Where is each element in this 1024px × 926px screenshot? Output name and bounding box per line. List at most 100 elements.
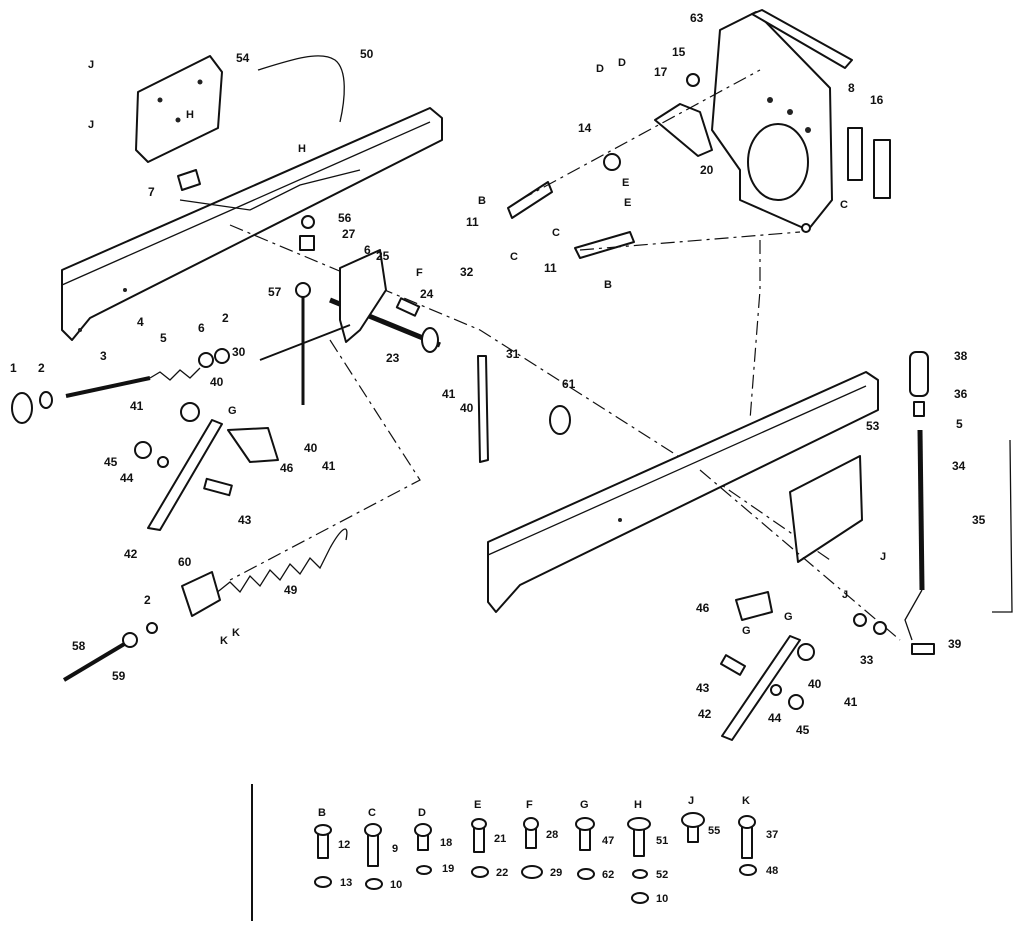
letter-h-1: H	[186, 109, 194, 121]
handle-assembly	[904, 351, 935, 655]
callout-41d: 41	[844, 695, 858, 709]
callout-4: 4	[137, 315, 144, 329]
letter-e-2: E	[624, 197, 631, 209]
washer-59	[122, 632, 138, 648]
callout-49: 49	[284, 583, 298, 597]
left-frame-rail	[61, 107, 443, 341]
callout-63: 63	[690, 11, 704, 25]
right-frame-rail	[487, 371, 879, 613]
letter-c-2: C	[552, 227, 560, 239]
link-11b	[574, 231, 635, 259]
bushing-14	[603, 153, 621, 171]
lever-42-right	[721, 635, 801, 741]
letter-j-4: J	[842, 589, 848, 601]
bracket-46-right	[735, 591, 773, 621]
callout-46: 46	[280, 461, 294, 475]
callout-5b: 5	[956, 417, 963, 431]
callout-2c: 2	[144, 593, 151, 607]
legend-washer-num-g: 62	[602, 869, 614, 881]
letter-g-1: G	[228, 405, 237, 417]
legend-letter-j: J	[688, 795, 694, 807]
bolt-43-right	[719, 654, 747, 676]
rear-panel	[711, 11, 833, 233]
callout-43: 43	[238, 513, 252, 527]
callout-14: 14	[578, 121, 592, 135]
callout-45b: 45	[796, 723, 810, 737]
callout-61: 61	[562, 377, 576, 391]
pin-24	[395, 297, 421, 317]
legend-letter-g: G	[580, 799, 589, 811]
legend-letter-c: C	[368, 807, 376, 819]
callout-60: 60	[178, 555, 192, 569]
plate-53	[789, 455, 863, 563]
legend-washer-c	[365, 878, 383, 890]
callout-2: 2	[38, 361, 45, 375]
callout-25: 25	[376, 249, 390, 263]
callout-31: 31	[506, 347, 520, 361]
nut-57	[295, 282, 311, 298]
wrench-35	[992, 439, 1013, 613]
legend-letter-b: B	[318, 807, 326, 819]
callout-53: 53	[866, 419, 880, 433]
legend-washer-num-e: 22	[496, 867, 508, 879]
callout-7: 7	[148, 185, 155, 199]
letter-g-3: G	[742, 625, 751, 637]
callout-44b: 44	[768, 711, 782, 725]
callout-30: 30	[232, 345, 246, 359]
callout-56: 56	[338, 211, 352, 225]
reference-letters: J J H H D D E E B B C C C F G G G J J K …	[88, 57, 886, 647]
legend-letter-e: E	[474, 799, 481, 811]
legend-washer-k	[739, 864, 757, 876]
spring-49	[209, 547, 331, 599]
callout-41b: 41	[322, 459, 336, 473]
washer-44-right	[770, 684, 782, 696]
legend-bolt-num-f: 28	[546, 829, 558, 841]
bracket-60	[181, 571, 221, 617]
legend-washer-num-k: 48	[766, 865, 778, 877]
legend-letter-f: F	[526, 799, 533, 811]
arm-25	[339, 249, 387, 343]
legend-bolt-num-c: 9	[392, 843, 398, 855]
collar-23	[421, 327, 439, 353]
callout-6: 6	[198, 321, 205, 335]
link-11a	[507, 181, 553, 219]
control-rod-assembly	[11, 348, 230, 424]
legend-washer-num-c: 10	[390, 879, 402, 891]
callout-59: 59	[112, 669, 126, 683]
washer-44-left	[157, 456, 169, 468]
washer-33b	[873, 621, 887, 635]
callout-20: 20	[700, 163, 714, 177]
legend-washer-h	[632, 869, 648, 879]
legend-washer2-num-h: 10	[656, 893, 668, 905]
legend-washer-g	[577, 868, 595, 880]
callout-40d: 40	[808, 677, 822, 691]
letter-j-1: J	[88, 59, 94, 71]
letter-d-2: D	[618, 57, 626, 69]
bracket-17	[654, 103, 713, 157]
callout-1: 1	[10, 361, 17, 375]
callout-8: 8	[848, 81, 855, 95]
callout-16: 16	[870, 93, 884, 107]
bolt-58	[62, 641, 128, 682]
letter-j-3: J	[880, 551, 886, 563]
callout-41a: 41	[130, 399, 144, 413]
callout-40a: 40	[210, 375, 224, 389]
legend-bolt-num-d: 18	[440, 837, 452, 849]
legend-bolt-num-e: 21	[494, 833, 506, 845]
cap-15	[686, 73, 700, 87]
callout-42: 42	[124, 547, 138, 561]
letter-f: F	[416, 267, 423, 279]
letter-g-2: G	[784, 611, 793, 623]
legend-bolt-num-j: 55	[708, 825, 720, 837]
legend-washer-e	[471, 866, 489, 878]
callout-35: 35	[972, 513, 986, 527]
legend-washer-num-b: 13	[340, 877, 352, 889]
shaft-centerline	[229, 224, 831, 561]
lever-42-left	[147, 419, 223, 531]
callout-42b: 42	[698, 707, 712, 721]
rod-30	[259, 324, 351, 361]
callout-5: 5	[160, 331, 167, 345]
callout-40c: 40	[460, 401, 474, 415]
washer-33a	[853, 613, 867, 627]
pad-16b	[873, 139, 891, 199]
